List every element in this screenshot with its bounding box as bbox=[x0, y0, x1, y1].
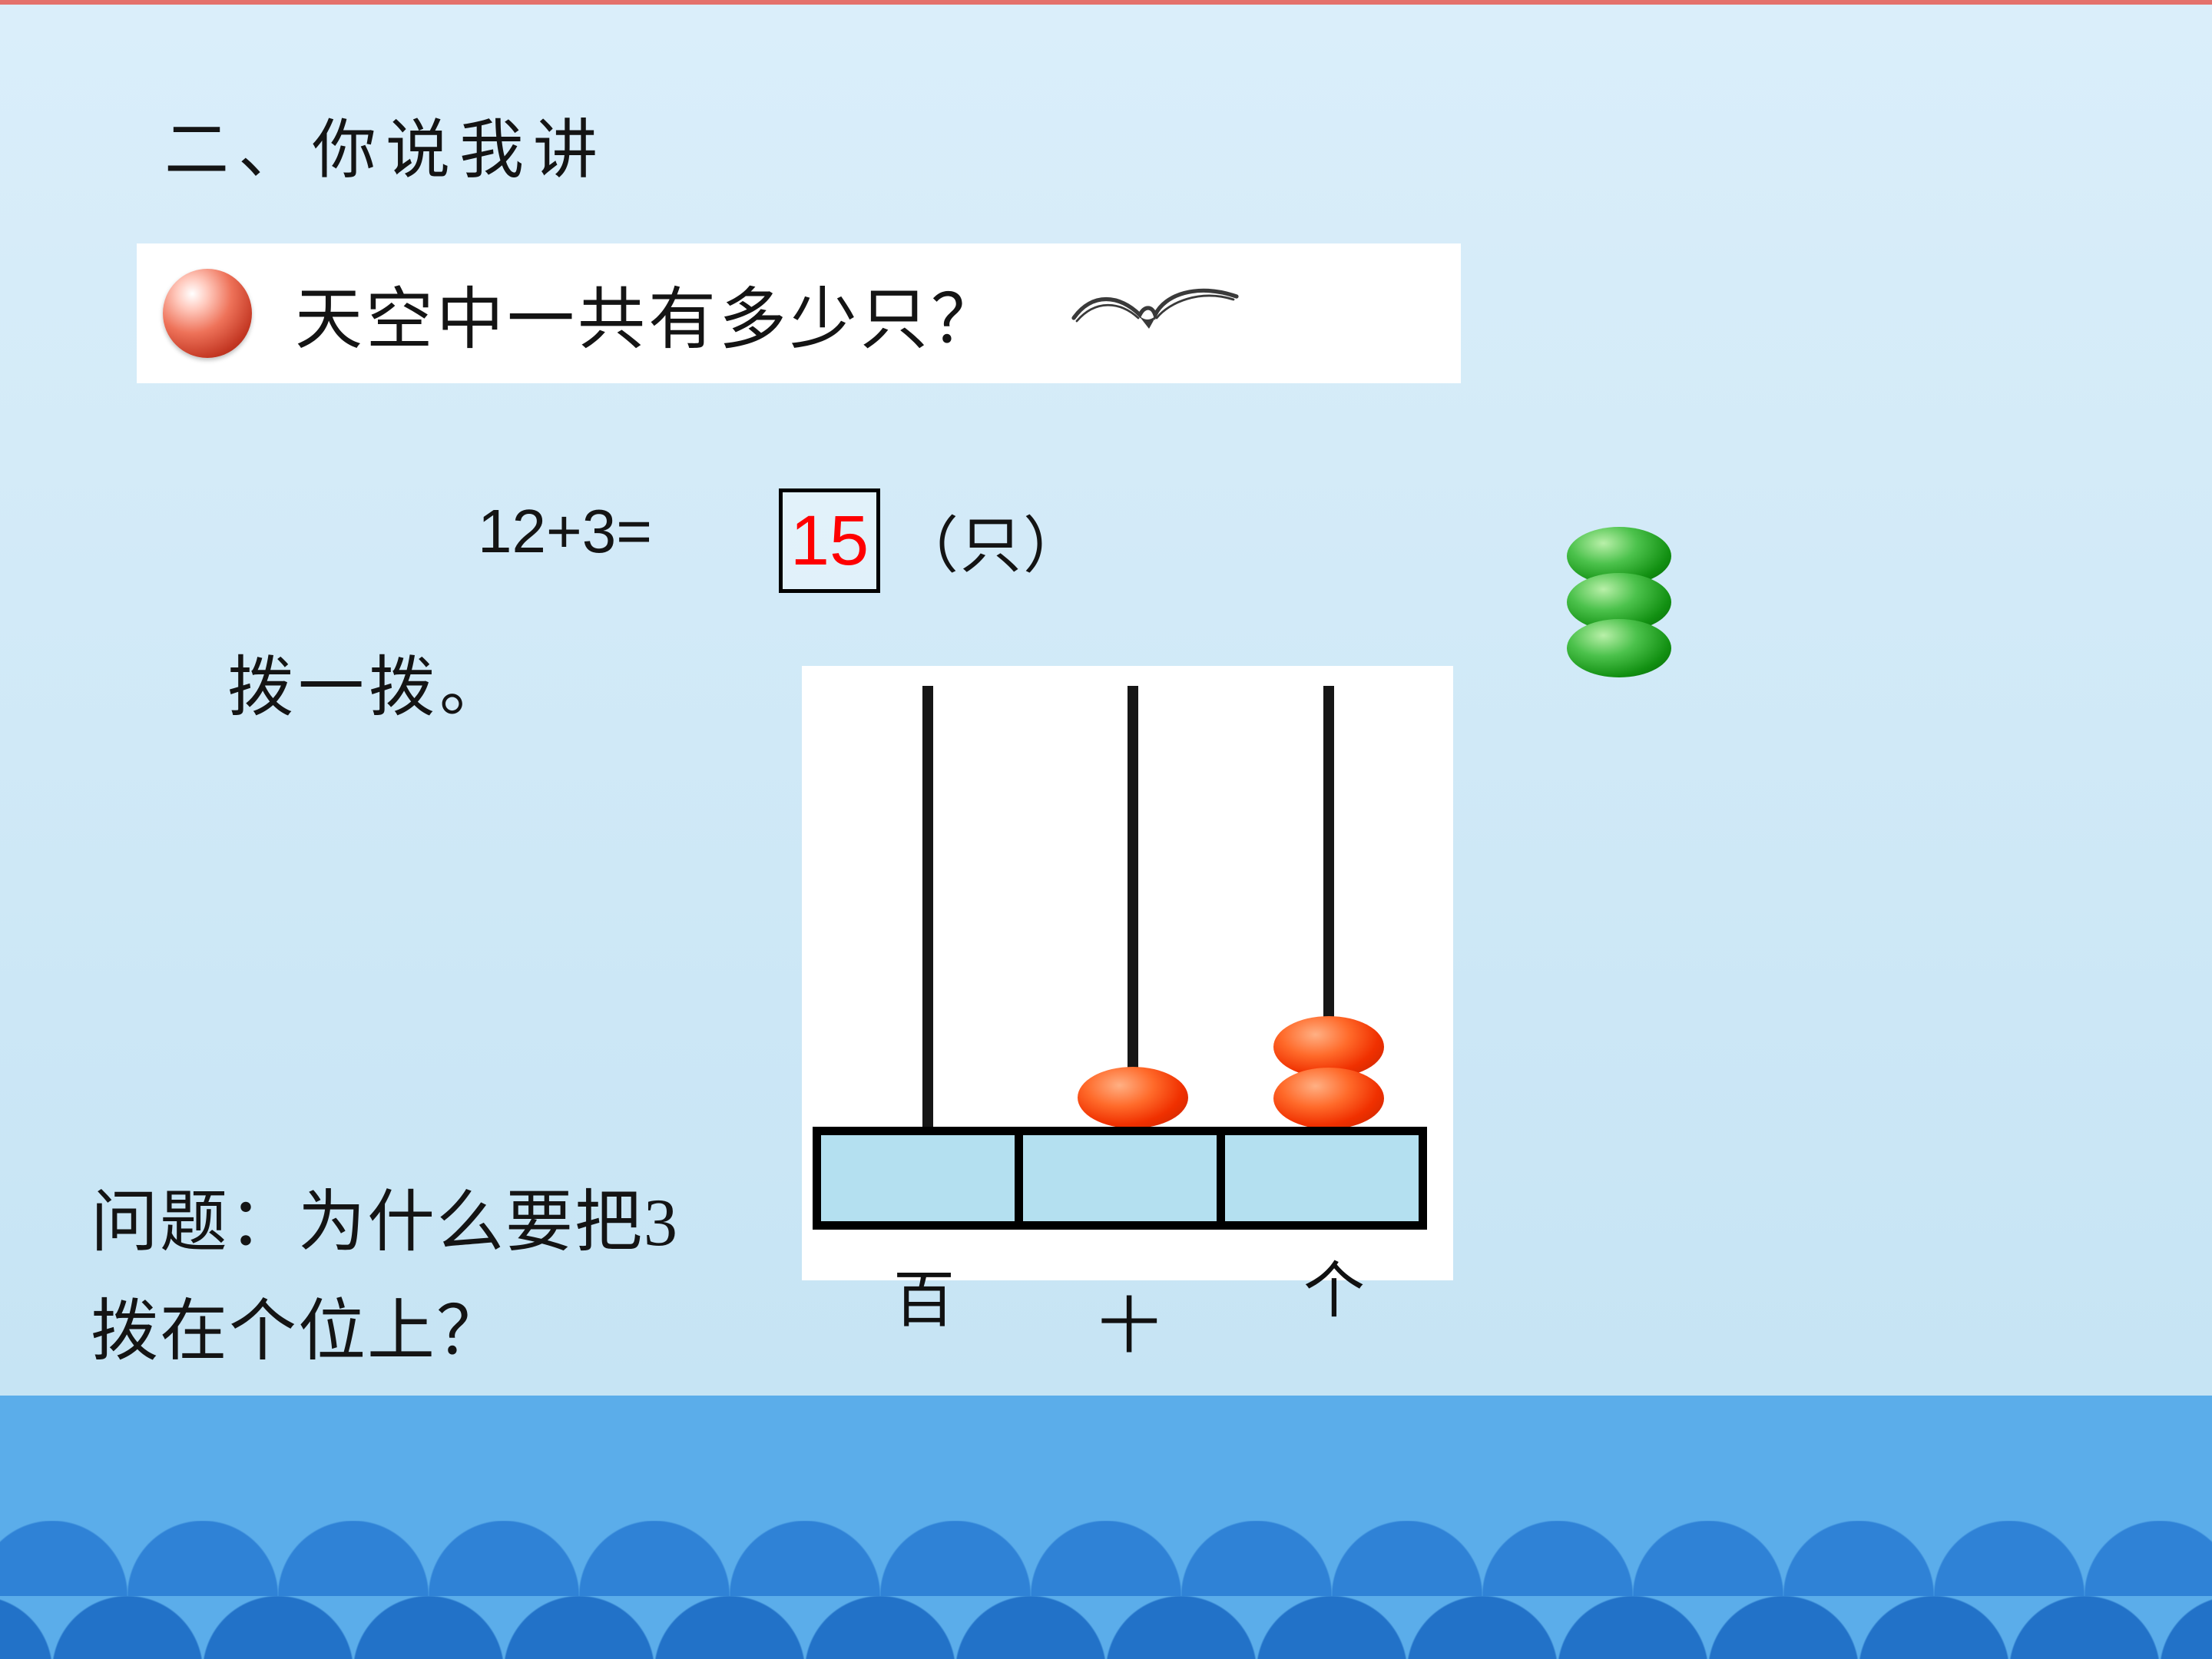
red-sphere-bullet-icon bbox=[163, 269, 252, 358]
abacus-base-cell-tens bbox=[1015, 1127, 1225, 1230]
abacus-label-hundreds: 百 bbox=[893, 1267, 955, 1335]
bird-icon bbox=[1068, 276, 1244, 351]
abacus-base-cell-ones bbox=[1217, 1127, 1427, 1230]
abacus-rod-hundreds bbox=[922, 686, 933, 1130]
red-bead-tens bbox=[1078, 1067, 1188, 1128]
top-accent-line bbox=[0, 0, 2212, 5]
abacus-base-cell-hundreds bbox=[813, 1127, 1023, 1230]
red-bead-ones-upper bbox=[1273, 1016, 1384, 1078]
equation-expression: 12+3= bbox=[478, 497, 652, 565]
answer-value: 15 bbox=[790, 501, 869, 580]
bottom-decorative-band bbox=[0, 1396, 2212, 1659]
section-title: 二、你说我讲 bbox=[164, 115, 608, 187]
question-banner: 天空中一共有多少只？ bbox=[137, 243, 1461, 383]
wave-scallops-row2 bbox=[0, 1596, 2212, 1659]
red-bead-ones-lower bbox=[1273, 1068, 1384, 1129]
green-bead-icon bbox=[1567, 619, 1671, 677]
equation-unit: （只） bbox=[897, 513, 1086, 581]
abacus-label-ones: 个 bbox=[1303, 1258, 1365, 1326]
instruction-text: 拨一拨。 bbox=[227, 651, 510, 724]
abacus-base bbox=[813, 1127, 1427, 1230]
answer-box: 15 bbox=[779, 488, 880, 593]
place-value-abacus bbox=[802, 666, 1453, 1280]
abacus-label-tens: 十 bbox=[1098, 1293, 1160, 1361]
question-text-line2: 拨在个位上？ bbox=[91, 1295, 506, 1369]
green-beads-decoration bbox=[1567, 527, 1671, 677]
question-text-line1: 问题：为什么要把3 bbox=[91, 1186, 680, 1260]
wave-scallops-row1 bbox=[0, 1521, 2212, 1596]
abacus-rod-tens bbox=[1128, 686, 1138, 1130]
question-banner-text: 天空中一共有多少只？ bbox=[295, 283, 1002, 358]
